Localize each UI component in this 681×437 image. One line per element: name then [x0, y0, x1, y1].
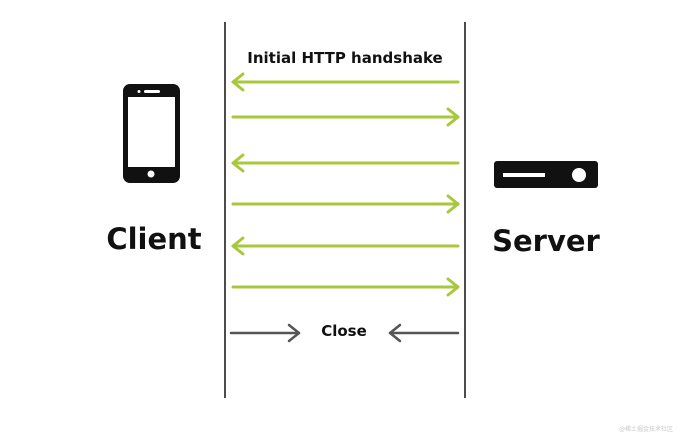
close-label: Close [321, 322, 367, 340]
server-icon [494, 161, 598, 188]
message-arrows [231, 72, 460, 297]
close-arrow-server-to-client [388, 323, 460, 343]
close-arrows [229, 323, 460, 343]
watermark: @稀土掘金技术社区 [618, 426, 673, 433]
message-arrow-client-to-server [231, 277, 460, 297]
message-arrow-client-to-server [231, 107, 460, 127]
close-arrow-client-to-server [229, 323, 301, 343]
client-label: Client [106, 222, 202, 256]
message-arrow-client-to-server [231, 194, 460, 214]
handshake-label: Initial HTTP handshake [247, 49, 443, 67]
smartphone-icon [123, 84, 180, 183]
message-arrow-server-to-client [231, 153, 460, 173]
message-arrow-server-to-client [231, 236, 460, 256]
message-arrow-server-to-client [231, 72, 460, 92]
server-label: Server [492, 224, 600, 258]
